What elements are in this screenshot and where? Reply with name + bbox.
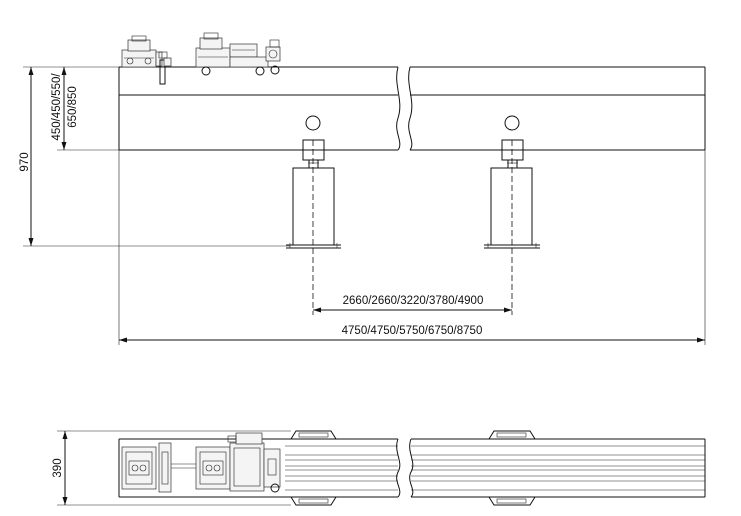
beam-hole-right [504,115,520,131]
dim-support-spacing-label: 2660/2660/3220/3780/4900 [343,295,484,307]
side-elevation: 970 450/450/550/ 650/850 2660/2660/3220/… [19,32,706,345]
dim-overall-length-label: 4750/4750/5750/6750/8750 [342,325,483,337]
beam-hole-left [305,115,321,131]
support-leg-left [286,139,341,315]
dim-total-height-label: 970 [19,152,31,171]
beam-right-segment [408,66,706,151]
plan-view: 390 [52,430,706,506]
plan-foot-right [488,430,536,506]
plan-beam-right-segment [409,438,706,498]
dim-beam-height-label-1: 450/450/550/ [51,73,63,141]
plan-clamp-unit-right [195,432,281,493]
dimension-overall-length [118,150,706,345]
dim-beam-height-label-2: 650/850 [67,86,79,128]
dimension-plan-width [57,430,291,506]
clamp-unit-right [195,32,281,76]
plan-clamp-unit-left [121,442,196,493]
plan-foot-left [290,430,337,506]
dimension-total-height [23,66,290,247]
dimension-beam-height [57,67,119,151]
support-leg-right [484,139,540,315]
beam-left-segment [118,66,401,151]
dimension-support-spacing [313,307,512,313]
dim-plan-width-label: 390 [52,458,64,477]
clamp-unit-left [121,35,172,85]
plan-beam-left-segment [118,438,401,498]
